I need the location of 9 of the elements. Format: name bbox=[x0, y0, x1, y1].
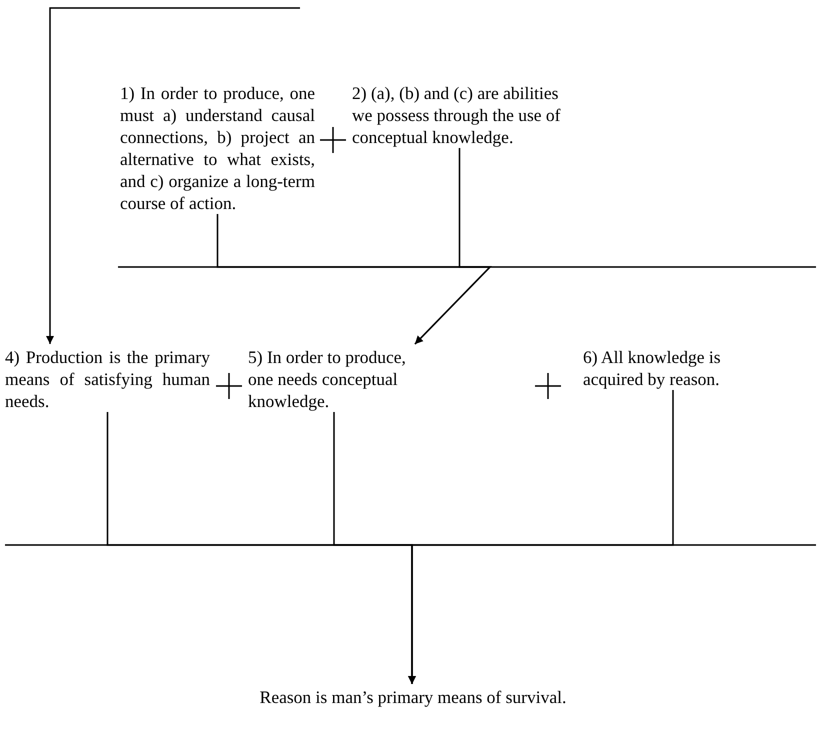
arrow bbox=[414, 148, 492, 345]
claim-text: 4) Production is the primary means of satisfying human needs. bbox=[5, 346, 210, 412]
claim-text: 2) (a), (b) and (c) are abilities we possess through the use of conceptual knowledge. bbox=[352, 82, 567, 148]
arrow bbox=[46, 7, 300, 344]
claim-text: 5) In order to produce, one needs conceptual knowledge. bbox=[248, 346, 420, 412]
claim-text: 6) All knowledge is acquired by reason. bbox=[583, 346, 763, 390]
claim-text: Reason is man’s primary means of survival. bbox=[160, 686, 666, 708]
claim-text: 1) In order to produce, one must a) understand causal connections, b) project an alternative to what exists, and c) organize a long-term course of action. bbox=[120, 82, 315, 214]
arrow bbox=[408, 390, 674, 684]
